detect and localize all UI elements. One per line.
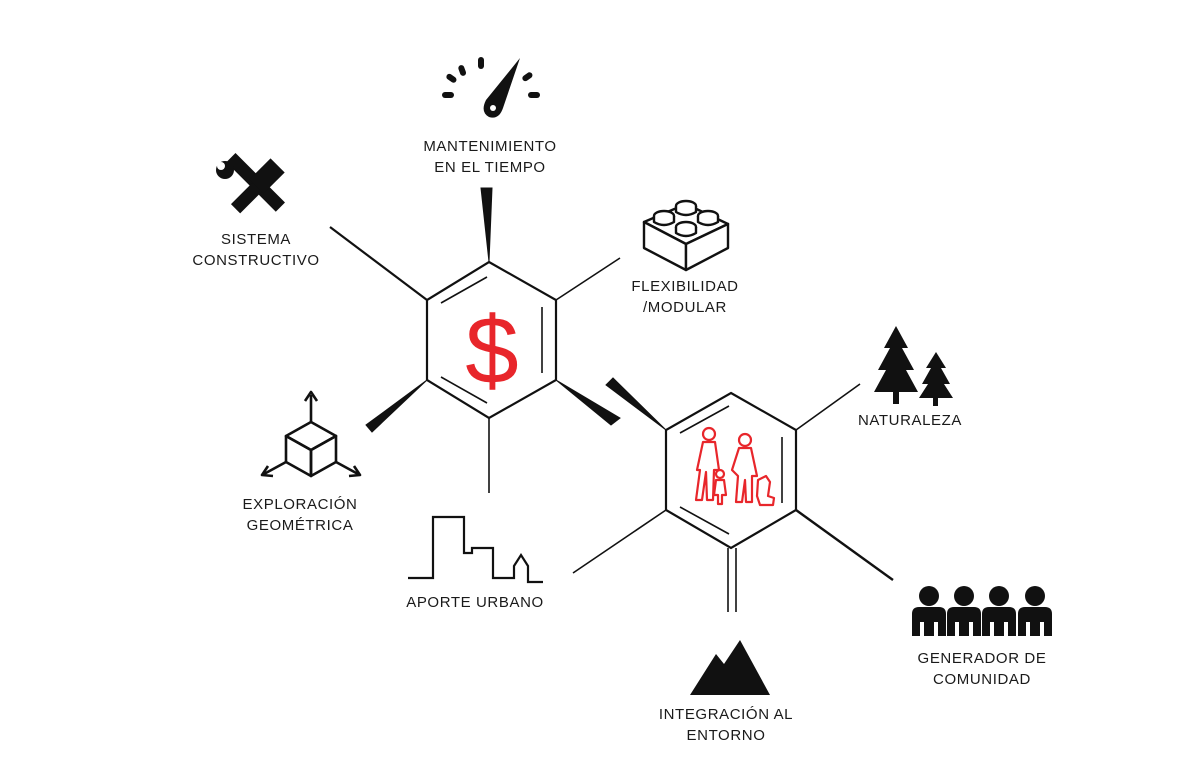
hexagon-inner-bond [679,506,730,535]
label-exploracion: EXPLORACIÓN GEOMÉTRICA [220,494,380,536]
label-line: MANTENIMIENTO [423,138,557,155]
cost-hub: $ [425,260,558,420]
hexagon-outline [664,391,798,550]
family-icon [694,426,776,507]
label-sistema: SISTEMA CONSTRUCTIVO [176,229,336,271]
hexagon-inner-bond [440,376,488,404]
bond-line [795,383,861,431]
label-line: ENTORNO [686,727,766,744]
label-mantenimiento: MANTENIMIENTO EN EL TIEMPO [410,136,570,178]
hexagon-inner-bond [440,276,488,304]
label-line: EN EL TIEMPO [434,159,546,176]
label-naturaleza: NATURALEZA [830,410,990,431]
label-line: NATURALEZA [857,412,963,429]
community-hub [664,391,798,550]
bond-line [555,257,621,301]
wedge-bond [365,379,428,433]
wedge-bond [480,187,493,263]
label-line: CONSTRUCTIVO [192,252,320,269]
gauge-icon [442,57,540,118]
cube-axes-icon [260,390,362,478]
label-line: EXPLORACIÓN [242,496,358,513]
lego-brick-icon [642,199,730,272]
skyline-icon [408,515,543,584]
trees-icon [874,326,953,406]
label-generador: GENERADOR DE COMUNIDAD [902,648,1062,690]
tools-icon [216,153,285,214]
label-integracion: INTEGRACIÓN AL ENTORNO [640,704,812,746]
label-line: SISTEMA [220,231,292,248]
bond-line [329,226,428,301]
wedge-bond [555,379,621,426]
label-line: GEOMÉTRICA [246,517,354,534]
label-aporte: APORTE URBANO [385,592,565,613]
wedge-bond [605,377,667,431]
people-group-icon [912,586,1052,636]
mountains-icon [690,640,770,695]
label-line: FLEXIBILIDAD [631,278,739,295]
dollar-icon: $ [465,297,518,404]
bond-line [795,509,894,581]
label-line: GENERADOR DE [917,650,1047,667]
bond-line [572,509,667,574]
label-line: /MODULAR [643,299,727,316]
hexagon-inner-bond [679,405,730,434]
label-line: INTEGRACIÓN AL [658,706,794,723]
label-line: APORTE URBANO [406,594,544,611]
label-line: COMUNIDAD [933,671,1031,688]
label-flexibilidad: FLEXIBILIDAD /MODULAR [605,276,765,318]
hub1-bonds [329,187,621,493]
hub2-bonds [572,377,894,612]
